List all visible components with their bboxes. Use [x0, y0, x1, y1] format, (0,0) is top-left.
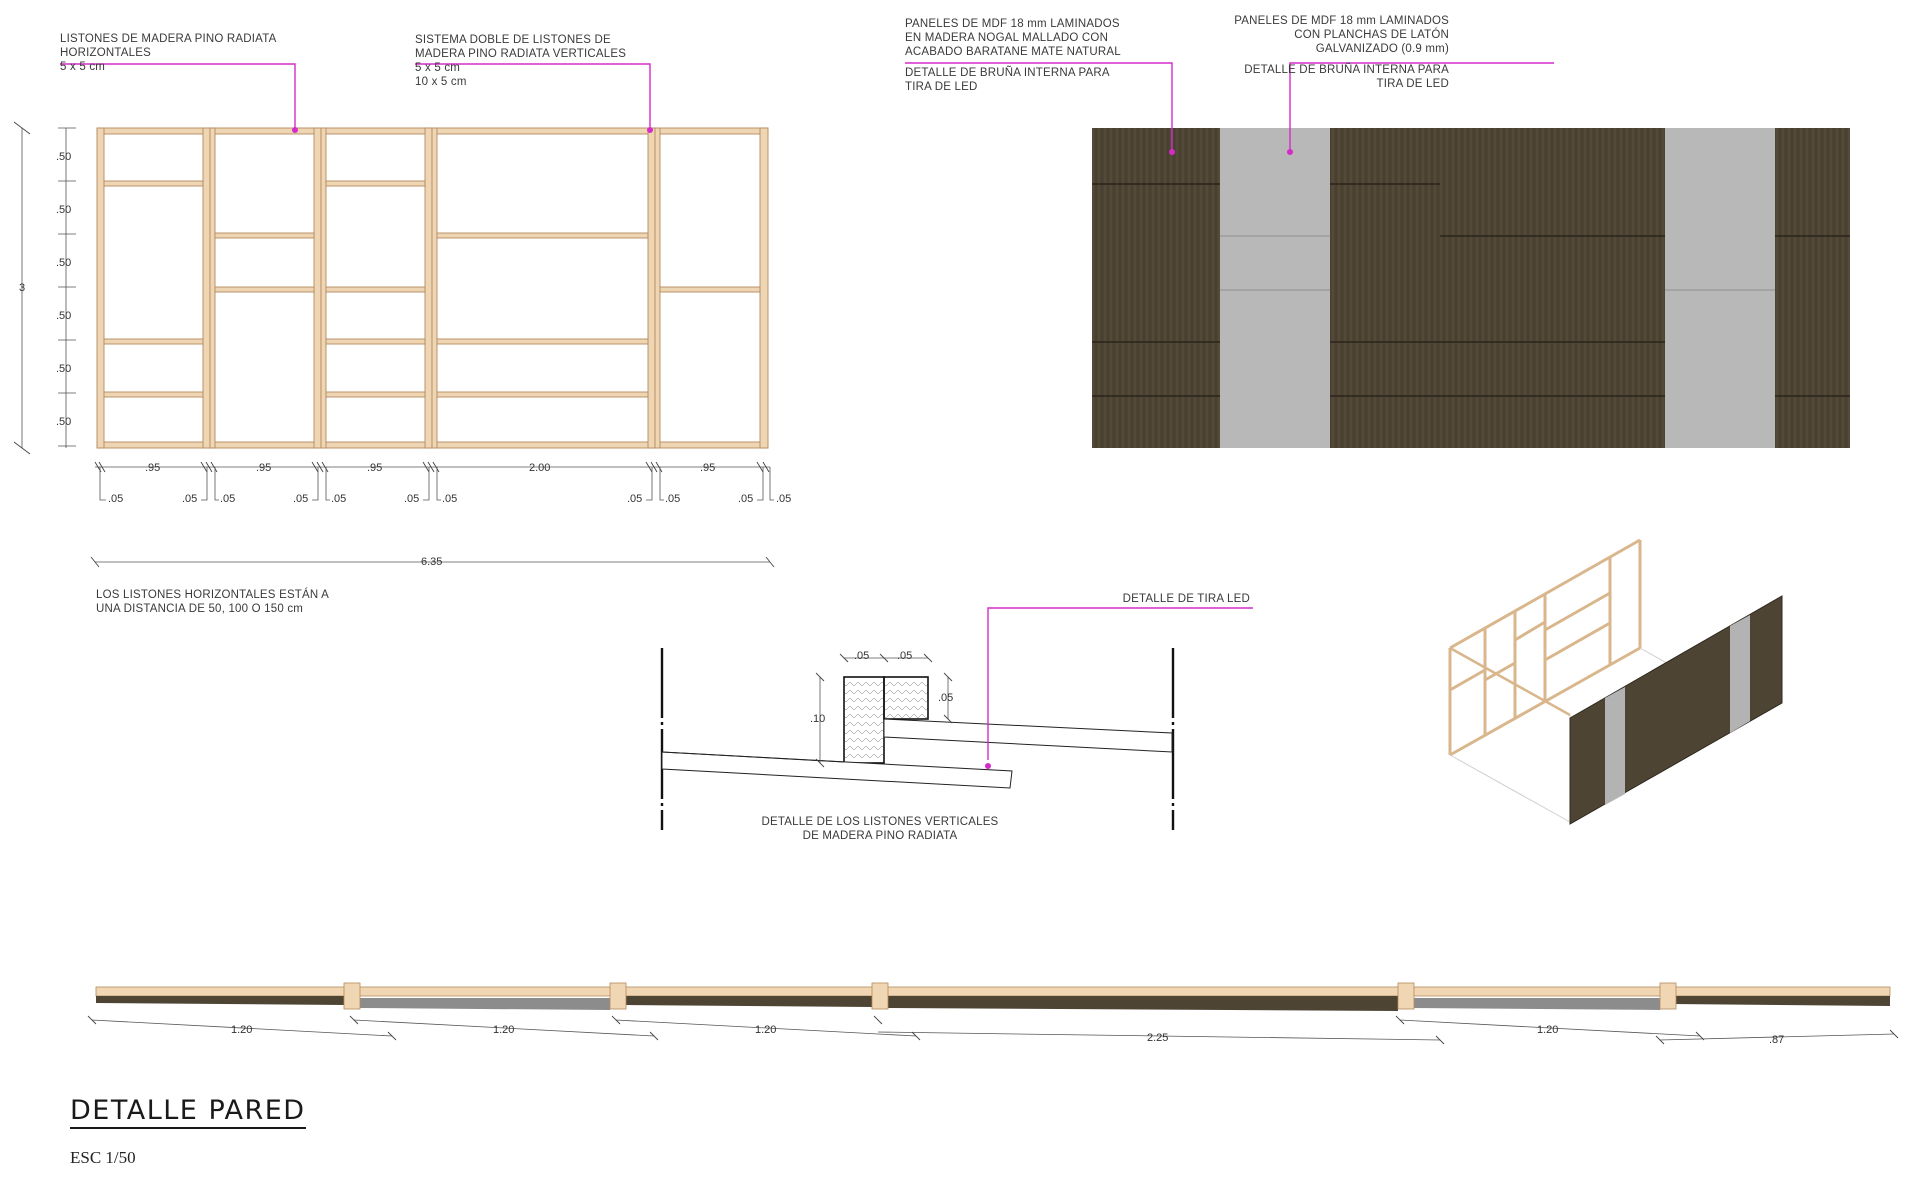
spacing-note: LOS LISTONES HORIZONTALES ESTÁN A UNA DI…: [96, 589, 330, 615]
dim-total-width: 6.35: [421, 556, 443, 568]
dim-plan: .87: [1769, 1034, 1785, 1046]
dim-plan: 1.20: [1537, 1024, 1559, 1036]
label-mdf-brass: PANELES DE MDF 18 mm LAMINADOS CON PLANC…: [1234, 15, 1449, 90]
section-caption: DETALLE DE LOS LISTONES VERTICALES DE MA…: [761, 816, 999, 842]
isometric-view: [1448, 538, 1783, 825]
cladding-elevation: [1092, 128, 1850, 448]
dim-post-width: .05: [293, 493, 309, 505]
label-vertical-slats: SISTEMA DOBLE DE LISTONES DE MADERA PINO…: [415, 34, 627, 88]
frame-horizontal-dimensions: [90, 461, 775, 568]
dim-post-width: .05: [442, 493, 458, 505]
dim-post-width: .05: [738, 493, 754, 505]
dim-post-width: .05: [776, 493, 792, 505]
dim-bay-width: .95: [145, 462, 161, 474]
dim-post-width: .05: [665, 493, 681, 505]
sheet-scale: ESC 1/50: [70, 1148, 136, 1167]
frame-elevation: [96, 127, 769, 449]
frame-leaders: [60, 63, 653, 133]
dim-plan: 1.20: [493, 1024, 515, 1036]
dim-plan: 1.20: [231, 1024, 253, 1036]
section-detail: [660, 607, 1253, 830]
dim-post-width: .05: [404, 493, 420, 505]
sheet-title: DETALLE PARED: [70, 1095, 306, 1129]
dim-vertical-step: .50: [56, 363, 72, 375]
dim-vertical-step: .50: [56, 310, 72, 322]
cladding-leaders: [905, 62, 1554, 155]
dim-vertical-step: .50: [56, 151, 72, 163]
dim-plan: 2.25: [1147, 1032, 1169, 1044]
dim-post-width: .05: [627, 493, 643, 505]
dim-post-width: .05: [182, 493, 198, 505]
dim-bay-width: .95: [256, 462, 272, 474]
frame-vertical-dimensions: [13, 121, 76, 455]
dim-section-height: .10: [810, 713, 826, 725]
dim-bay-width: .95: [367, 462, 383, 474]
plan-strip: [87, 982, 1899, 1045]
dim-section-right: .05: [938, 692, 954, 704]
dim-post-width: .05: [220, 493, 236, 505]
label-mdf-walnut: PANELES DE MDF 18 mm LAMINADOS EN MADERA…: [905, 18, 1121, 93]
dim-plan: 1.20: [755, 1024, 777, 1036]
label-led-detail: DETALLE DE TIRA LED: [1122, 593, 1250, 605]
dim-post-width: .05: [331, 493, 347, 505]
dim-post-width: .05: [108, 493, 124, 505]
dim-section-top-b: .05: [897, 650, 913, 662]
dim-section-top-a: .05: [854, 650, 870, 662]
dim-vertical-step: .50: [56, 204, 72, 216]
dim-vertical-step: .50: [56, 416, 72, 428]
dim-height-total: 3: [19, 282, 26, 294]
dim-vertical-step: .50: [56, 257, 72, 269]
dim-bay-width: 2.00: [529, 462, 551, 474]
label-horizontal-slats: LISTONES DE MADERA PINO RADIATA HORIZONT…: [60, 33, 277, 73]
dim-bay-width: .95: [700, 462, 716, 474]
